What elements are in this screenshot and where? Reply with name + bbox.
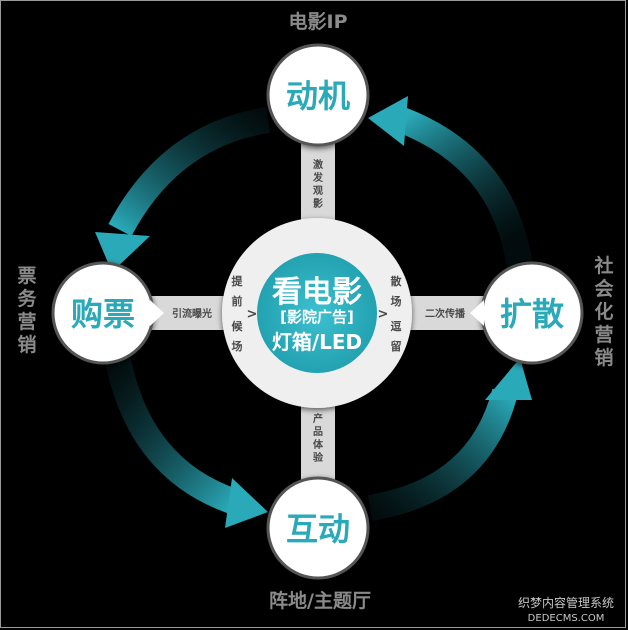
outer-label-bottom: 阵地/主题厅: [269, 589, 371, 612]
node-right-label: 扩散: [500, 295, 564, 333]
connector-label-bottom: 产 品 体 验: [313, 412, 324, 464]
center-bracket: [影院广告]: [280, 308, 354, 326]
outer-left-char-2: 营: [17, 310, 36, 333]
connector-bottom-char-0: 产: [313, 412, 323, 425]
outer-label-right: 社 会 化 营 销: [593, 254, 613, 369]
arrow-top-right: [368, 96, 533, 270]
node-bottom-label: 互动: [286, 510, 350, 548]
node-bottom: 互动: [266, 476, 370, 580]
side-note-right-char-2: 逗: [391, 319, 402, 333]
side-note-left-char-0: 提: [232, 274, 244, 288]
connector-label-top: 激 发 观 影: [312, 158, 324, 210]
side-note-left-char-2: 候: [232, 319, 244, 333]
connector-bottom-char-1: 品: [313, 426, 323, 438]
outer-label-top: 电影IP: [289, 10, 348, 33]
arrow-bottom-left: [105, 357, 268, 528]
outer-right-char-2: 化: [594, 300, 613, 323]
side-note-right-char-3: 留: [391, 339, 402, 353]
connector-top-char-1: 发: [312, 171, 324, 184]
node-right: 扩散: [470, 261, 584, 365]
arrow-top-left: [95, 107, 271, 272]
node-left: 购票: [51, 261, 164, 365]
node-left-label: 购票: [71, 295, 135, 333]
side-note-left: 提 前 候 场 >: [232, 274, 258, 353]
connector-top-char-3: 影: [313, 198, 323, 210]
connector-top-char-2: 观: [313, 185, 323, 197]
side-note-right-char-1: 场: [391, 294, 402, 308]
node-top: 动机: [266, 43, 370, 147]
outer-left-char-0: 票: [17, 265, 36, 287]
outer-right-char-1: 会: [594, 277, 613, 300]
side-note-right-char-0: 散: [391, 274, 403, 288]
center-hub: [222, 218, 412, 408]
connector-label-left: 引流曝光: [172, 307, 212, 320]
watermark: 织梦内容管理系统 DEDECMS.COM: [518, 595, 614, 624]
outer-right-char-3: 营: [594, 323, 613, 346]
outer-label-left: 票 务 营 销: [17, 265, 37, 356]
side-note-right: 散 场 逗 留 >: [378, 274, 403, 353]
connector-bottom-char-3: 验: [313, 451, 324, 464]
node-top-label: 动机: [286, 77, 350, 115]
watermark-line2: DEDECMS.COM: [528, 613, 605, 624]
outer-right-char-4: 销: [594, 346, 613, 369]
side-note-left-char-1: 前: [232, 294, 243, 308]
side-note-left-char-3: 场: [232, 339, 243, 353]
side-note-right-arrow: >: [378, 307, 389, 322]
watermark-line1: 织梦内容管理系统: [518, 595, 614, 610]
center-title: 看电影: [272, 275, 362, 310]
arrow-bottom-right: [367, 358, 532, 521]
side-note-left-arrow: >: [247, 307, 258, 322]
connector-top-char-0: 激: [313, 158, 323, 171]
center-sub: 灯箱/LED: [272, 330, 362, 354]
connector-label-right: 二次传播: [425, 307, 466, 320]
connector-bottom-char-2: 体: [313, 438, 324, 451]
outer-left-char-3: 销: [17, 333, 36, 356]
outer-right-char-0: 社: [593, 254, 613, 277]
outer-left-char-1: 务: [17, 287, 37, 310]
